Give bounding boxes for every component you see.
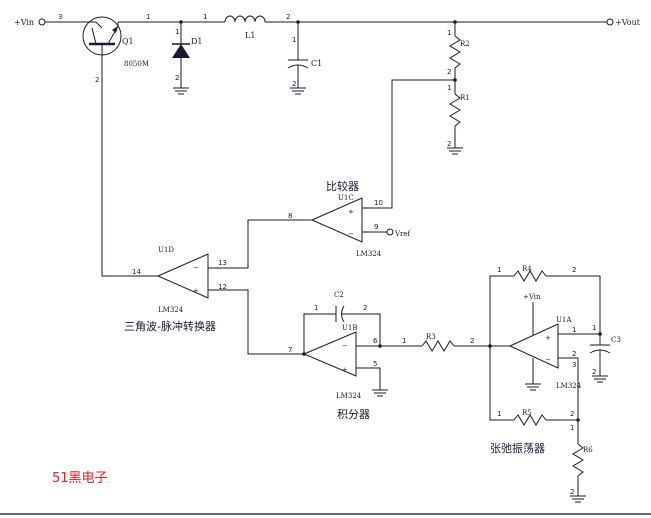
r4-pin-2: 2 xyxy=(572,266,576,274)
r5-pin-2: 2 xyxy=(570,410,574,418)
r6-ref: R6 xyxy=(583,446,593,454)
r1-pin-1: 1 xyxy=(447,84,451,92)
r1-ref: R1 xyxy=(460,94,470,102)
l1-pin-2: 2 xyxy=(286,13,290,21)
u1a-part: LM324 xyxy=(556,382,582,390)
u1d-part: LM324 xyxy=(158,306,184,314)
u1c-pin-10: 10 xyxy=(374,199,383,207)
r2-ref: R2 xyxy=(460,40,470,48)
resistor-r2: R2 1 2 xyxy=(447,20,470,80)
opamp-supply-label: +Vin xyxy=(523,293,541,301)
u1d-pin-14: 14 xyxy=(132,268,141,276)
d1-ref: D1 xyxy=(191,37,203,46)
l1-ref: L1 xyxy=(245,31,255,40)
r2-pin-1: 1 xyxy=(447,29,451,37)
c1-pin-2: 2 xyxy=(292,80,296,88)
opamp-u1a: + − U1A LM324 张弛振荡器 1 2 3 xyxy=(490,316,582,455)
q1-pin-2: 2 xyxy=(95,76,99,84)
inductor-l1: L1 xyxy=(224,15,266,40)
c1-ref: C1 xyxy=(311,59,322,68)
u1a-pin-1: 1 xyxy=(572,326,576,334)
u1d-minus: − xyxy=(193,264,199,272)
d1-pin-1: 1 xyxy=(175,28,179,36)
r6-pin-1: 1 xyxy=(570,424,574,432)
input-terminal: +Vin xyxy=(14,18,46,27)
u1c-plus: + xyxy=(348,208,354,216)
resistor-r4: R4 1 2 xyxy=(489,265,601,346)
vout-label: +Vout xyxy=(615,18,641,27)
c1-pin-1: 1 xyxy=(292,36,296,44)
output-terminal: +Vout xyxy=(606,18,641,27)
q1-pin-1: 1 xyxy=(146,13,150,21)
u1a-plus: + xyxy=(545,334,551,342)
u1c-caption: 比较器 xyxy=(326,179,359,193)
u1b-ref: U1B xyxy=(342,324,358,332)
r5-ref: R5 xyxy=(522,409,532,417)
d1-pin-2: 2 xyxy=(175,74,179,82)
c3-ref: C3 xyxy=(611,336,621,344)
vref-label: Vref xyxy=(394,230,412,238)
q1-part: 8050M xyxy=(124,60,149,68)
resistor-r3: R3 1 2 xyxy=(402,333,474,352)
opamp-u1b: − + U1B LM324 积分器 7 6 5 xyxy=(288,324,378,421)
r1-pin-2: 2 xyxy=(447,140,451,148)
opamp-u1d: − + U1D LM324 三角波-脉冲转换器 13 12 14 xyxy=(124,246,227,333)
resistor-r5: R5 1 2 xyxy=(489,346,578,426)
capacitor-c1: C1 1 2 xyxy=(287,20,322,95)
r3-pin-2: 2 xyxy=(470,337,474,345)
c2-ref: C2 xyxy=(334,291,344,299)
r3-ref: R3 xyxy=(426,333,436,341)
u1d-pin-13: 13 xyxy=(218,259,227,267)
r2-pin-2: 2 xyxy=(447,68,451,76)
q1-pin-3: 3 xyxy=(58,13,62,21)
diode-d1: D1 1 2 xyxy=(172,20,203,95)
u1c-ref: U1C xyxy=(338,194,354,202)
u1d-ref: U1D xyxy=(158,246,174,254)
u1c-minus: − xyxy=(348,230,354,238)
c2-pin-2: 2 xyxy=(363,304,367,312)
r4-ref: R4 xyxy=(522,265,532,273)
u1a-ref: U1A xyxy=(556,316,572,324)
r4-pin-1: 1 xyxy=(497,266,501,274)
r3-pin-1: 1 xyxy=(402,337,406,345)
u1b-part: LM324 xyxy=(336,392,362,400)
c3-pin-2: 2 xyxy=(592,368,596,376)
u1a-pin-3: 3 xyxy=(572,361,576,369)
u1b-pin-6: 6 xyxy=(373,337,378,345)
u1c-pin-8: 8 xyxy=(288,212,292,220)
u1d-caption: 三角波-脉冲转换器 xyxy=(124,319,216,333)
u1a-caption: 张弛振荡器 xyxy=(490,441,545,455)
transistor-q1: Q1 8050M xyxy=(82,16,149,68)
u1b-pin-5: 5 xyxy=(373,360,377,368)
u1a-minus: − xyxy=(545,356,551,364)
r5-pin-1: 1 xyxy=(497,410,501,418)
u1d-pin-12: 12 xyxy=(218,283,227,291)
u1d-plus: + xyxy=(193,287,199,295)
r6-pin-2: 2 xyxy=(570,488,574,496)
u1c-part: LM324 xyxy=(356,250,382,258)
q1-ref: Q1 xyxy=(122,37,134,46)
opamp-u1c: + − 比较器 U1C LM324 10 9 8 xyxy=(288,179,383,258)
capacitor-c3: C3 1 2 xyxy=(589,324,621,383)
vin-label: +Vin xyxy=(14,18,34,27)
u1c-pin-9: 9 xyxy=(374,223,378,231)
capacitor-c2: C2 1 2 xyxy=(303,291,381,354)
u1a-pin-2: 2 xyxy=(572,350,576,358)
resistor-r1: R1 1 2 xyxy=(447,80,470,155)
l1-pin-1: 1 xyxy=(203,13,207,21)
u1b-pin-7: 7 xyxy=(288,346,292,354)
u1b-minus: − xyxy=(342,342,348,350)
c2-pin-1: 1 xyxy=(314,304,318,312)
c3-pin-1: 1 xyxy=(592,324,596,332)
site-watermark: 51黑电子 xyxy=(52,471,108,486)
u1b-caption: 积分器 xyxy=(337,408,370,421)
resistor-r6: R6 1 2 xyxy=(570,420,593,503)
u1b-plus: + xyxy=(342,366,348,374)
